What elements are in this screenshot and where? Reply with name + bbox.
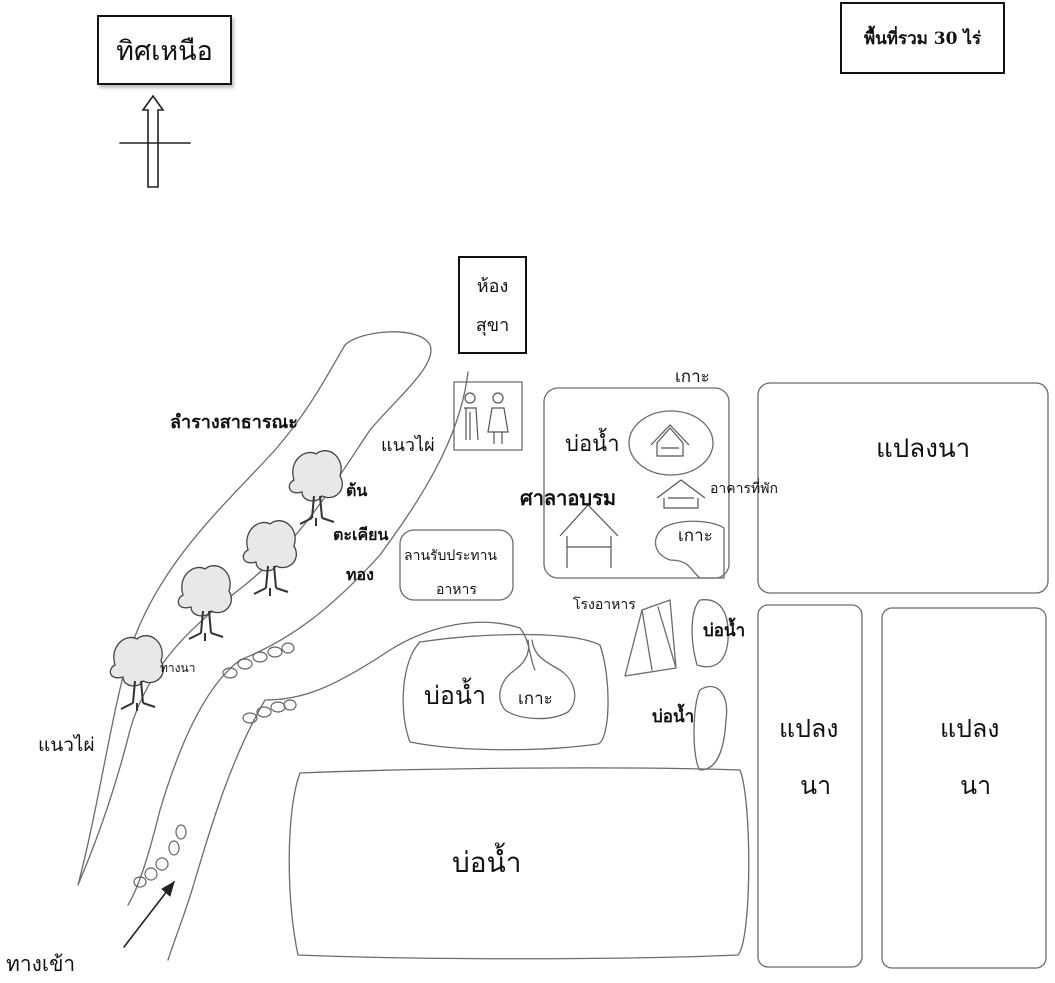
entrance-label: ทางเข้า (6, 952, 76, 976)
pond-small-2-label: บ่อน้ำ (652, 707, 695, 727)
pond-large-label: บ่อน้ำ (452, 846, 522, 879)
training-compound-outline (543, 387, 730, 579)
toilet-label-line2: สุขา (475, 315, 510, 336)
rice-field-left-label-2: นา (800, 771, 832, 800)
rice-field-top-outline (757, 382, 1049, 594)
dining-yard-label-line1: ลานรับประทาน (404, 548, 498, 564)
public-creek-label: ลำรางสาธารณะ (170, 412, 298, 433)
bamboo-row-top-label: แนวไผ่ (381, 435, 435, 456)
tree-label-line1: ต้น (346, 481, 368, 500)
road-edge-lower (167, 621, 521, 961)
tree-icon (177, 565, 232, 641)
dining-yard-outline (399, 529, 514, 601)
field-path-label: ทางนา (160, 661, 196, 675)
tree-icon (288, 450, 343, 526)
toilet-building (453, 381, 523, 451)
pond-small-2-outline (693, 685, 728, 771)
toilet-label-line1: ห้อง (476, 276, 509, 297)
north-label: ทิศเหนือ (116, 35, 213, 67)
house-icon (559, 504, 619, 568)
dining-yard-label-line2: อาหาร (436, 582, 477, 598)
island-right-outline (654, 520, 725, 579)
pond-large-outline (288, 767, 750, 960)
tree-label-line2: ตะเคียน (333, 525, 389, 544)
island-pond-label: เกาะ (518, 689, 553, 709)
north-arrow-icon (119, 94, 191, 188)
pond-small-1-label: บ่อน้ำ (703, 621, 746, 641)
tree-icon (242, 520, 297, 596)
toilet-label-box: ห้อง สุขา (458, 256, 527, 354)
rice-field-left-outline (757, 604, 863, 968)
house-icon (650, 424, 690, 457)
island-top-label: เกาะ (675, 367, 710, 387)
area-total-box: พื้นที่รวม 30 ไร่ (840, 2, 1005, 74)
island-pond-outline (499, 639, 576, 720)
stepping-stones-icon (133, 642, 297, 888)
rice-field-right-label-1: แปลง (940, 714, 1000, 743)
rice-field-right-label-2: นา (960, 771, 992, 800)
tree-icon (109, 635, 164, 711)
entrance-arrow-icon (123, 880, 175, 948)
north-label-box: ทิศเหนือ (97, 15, 232, 85)
pond-middle-label: บ่อน้ำ (424, 681, 487, 710)
island-right-label: เกาะ (678, 526, 713, 546)
canteen-label: โรงอาหาร (573, 597, 636, 613)
bamboo-row-left-label: แนวไผ่ (38, 734, 95, 756)
lodging-label: อาคารที่พัก (710, 481, 778, 497)
toilet-people-icon (464, 392, 509, 444)
rice-field-left-label-1: แปลง (779, 714, 839, 743)
road-edge-branch (519, 627, 536, 671)
training-hall-label: ศาลาอบรม (520, 486, 617, 510)
area-total-label: พื้นที่รวม 30 ไร่ (863, 28, 982, 49)
house-icon (656, 479, 706, 509)
rice-field-right-outline (881, 607, 1047, 969)
rice-field-top-label: แปลงนา (876, 434, 971, 464)
road-edge-upper (127, 371, 469, 906)
pond-small-1-outline (691, 599, 729, 668)
island-top-outline (628, 410, 714, 476)
pond-top-label: บ่อน้ำ (565, 432, 620, 457)
tree-label-line3: ทอง (346, 565, 374, 584)
pond-middle-outline (402, 633, 609, 751)
public-creek-outline (77, 331, 432, 886)
canteen-outline (624, 599, 677, 677)
